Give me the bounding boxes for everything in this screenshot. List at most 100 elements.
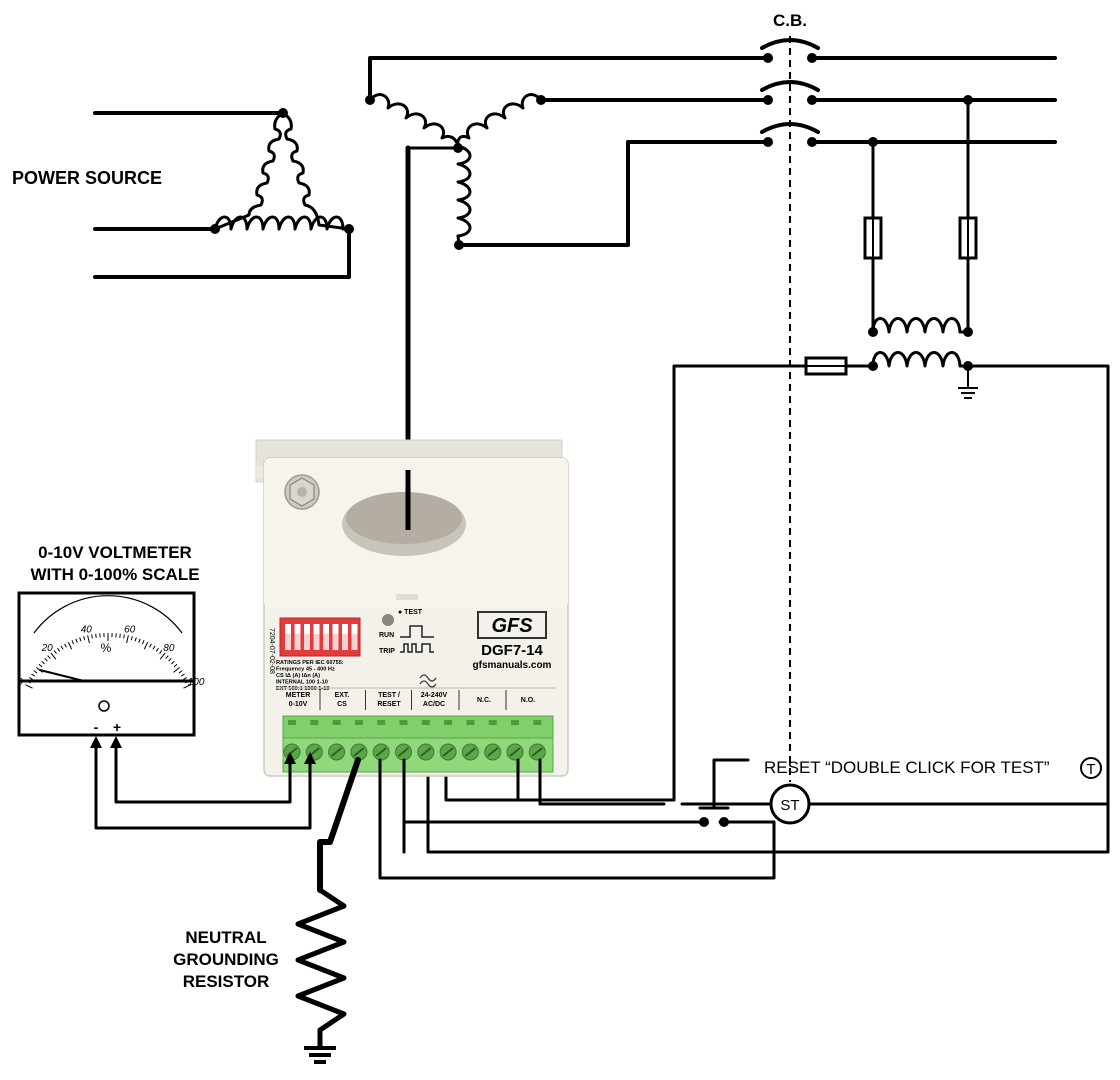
test-t-icon: T <box>1080 757 1102 779</box>
dip-lever[interactable] <box>285 624 291 634</box>
meter-tick <box>57 647 61 652</box>
resistor-label-line3: RESISTOR <box>183 972 270 991</box>
dip-slot[interactable] <box>323 624 329 650</box>
voltmeter-label-line2: WITH 0-100% SCALE <box>30 565 199 584</box>
meter-tick <box>79 637 82 642</box>
dip-lever[interactable] <box>351 624 358 634</box>
test-reset-pushbutton[interactable] <box>378 758 776 880</box>
meter-tick <box>33 670 38 674</box>
meter-tick <box>38 663 43 668</box>
meter-tick <box>168 657 172 662</box>
meter-tick <box>173 666 181 673</box>
meter-tick <box>83 636 86 641</box>
dip-slot[interactable] <box>304 624 310 650</box>
gfs-logo <box>477 611 547 639</box>
dip-slot[interactable] <box>313 624 320 650</box>
dip-lever[interactable] <box>323 624 329 634</box>
terminal-group-label: AC/DC <box>423 701 445 708</box>
meter-tick <box>138 638 141 643</box>
shunt-trip-coil <box>769 783 811 825</box>
meter-tick <box>126 635 129 644</box>
dip-lever[interactable] <box>304 624 310 634</box>
meter-tick <box>64 643 67 648</box>
meter-tick <box>25 684 33 689</box>
ratings-line: INTERNAL 100 1-10 <box>276 680 328 686</box>
meter-tick <box>141 640 145 645</box>
meter-scale-label: 80 <box>163 643 175 654</box>
meter-tick <box>31 673 36 677</box>
meter-scale-label: 20 <box>41 643 54 654</box>
terminal-group-label: EXT. <box>335 692 350 699</box>
meter-tick <box>123 634 125 639</box>
dip-slot[interactable] <box>294 624 301 650</box>
meter-tick <box>87 635 90 644</box>
dip-lever[interactable] <box>294 624 301 634</box>
meter-tick <box>173 663 178 668</box>
meter-scale-arc <box>33 595 183 634</box>
meter-tick <box>60 645 64 650</box>
meter-unit: % <box>101 641 112 655</box>
dip-lever[interactable] <box>313 624 320 634</box>
neutral-grounding-resistor <box>295 757 361 1064</box>
meter-tick <box>67 641 73 650</box>
terminal-group-label: N.C. <box>477 697 491 704</box>
meter-tick <box>26 680 31 684</box>
shunt-trip-label: ST <box>780 797 799 814</box>
meter-tick <box>47 655 51 659</box>
meter-tick <box>159 650 163 654</box>
ratings-block: RATINGS PER IEC 60755:Frequency 45 - 400… <box>276 660 344 692</box>
meter-tick <box>183 677 188 680</box>
power-source-delta-transformer <box>93 108 354 279</box>
dip-switch[interactable] <box>279 617 361 657</box>
ratings-line: CS IΔ (A) IΔn (A) <box>276 673 320 679</box>
meter-tick <box>44 657 48 662</box>
power-source-label: POWER SOURCE <box>12 168 162 188</box>
mounting-screw-icon <box>284 474 320 510</box>
dip-lever[interactable] <box>342 624 348 634</box>
run-waveform-icon <box>400 625 434 638</box>
website-label: gfsmanuals.com <box>473 660 552 671</box>
svg-text:GFS: GFS <box>491 615 533 637</box>
terminal-group-label: N.O. <box>521 697 535 704</box>
dip-slot[interactable] <box>351 624 358 650</box>
meter-minus-terminal: - <box>94 719 99 735</box>
meter-tick <box>159 652 166 660</box>
meter-plus-terminal: + <box>113 719 121 735</box>
dip-slot[interactable] <box>332 624 339 650</box>
terminal-group-label: CS <box>337 701 347 708</box>
circuit-breaker <box>760 36 1057 782</box>
control-power-transformer <box>426 95 1110 854</box>
ratings-line: EXT 500:1 1000 1-10 <box>276 686 330 692</box>
meter-tick <box>71 640 75 645</box>
meter-tick <box>134 637 137 642</box>
circuit-breaker-label: C.B. <box>773 11 807 30</box>
meter-tick <box>53 650 57 654</box>
meter-tick <box>183 684 191 689</box>
meter-tick <box>171 660 175 665</box>
dip-slot[interactable] <box>342 624 348 650</box>
meter-wiring <box>90 736 316 830</box>
meter-needle <box>39 668 85 682</box>
run-label: RUN <box>379 632 394 639</box>
test-led <box>382 614 394 626</box>
meter-tick <box>185 680 190 684</box>
meter-tick <box>152 645 156 650</box>
relay-side-text: 7204-07-02-08 <box>268 628 275 674</box>
meter-tick <box>165 655 169 659</box>
dip-slot[interactable] <box>285 624 291 650</box>
meter-tick <box>143 641 149 650</box>
dip-lever[interactable] <box>332 624 339 634</box>
meter-tick <box>50 652 57 660</box>
meter-tick <box>130 636 133 641</box>
relay-device: 7204-07-02-08 ● TEST RUN TRIP GFS DGF7-1… <box>255 439 569 777</box>
resistor-label-line1: NEUTRAL <box>185 928 266 947</box>
meter-tick <box>180 673 185 677</box>
terminal-group-label: RESET <box>377 701 401 708</box>
meter-tick <box>75 638 78 643</box>
terminal-group-label: 0-10V <box>289 701 308 708</box>
voltmeter-label-line1: 0-10V VOLTMETER <box>38 543 192 562</box>
meter-tick <box>155 647 159 652</box>
svg-text:T: T <box>1086 761 1095 778</box>
